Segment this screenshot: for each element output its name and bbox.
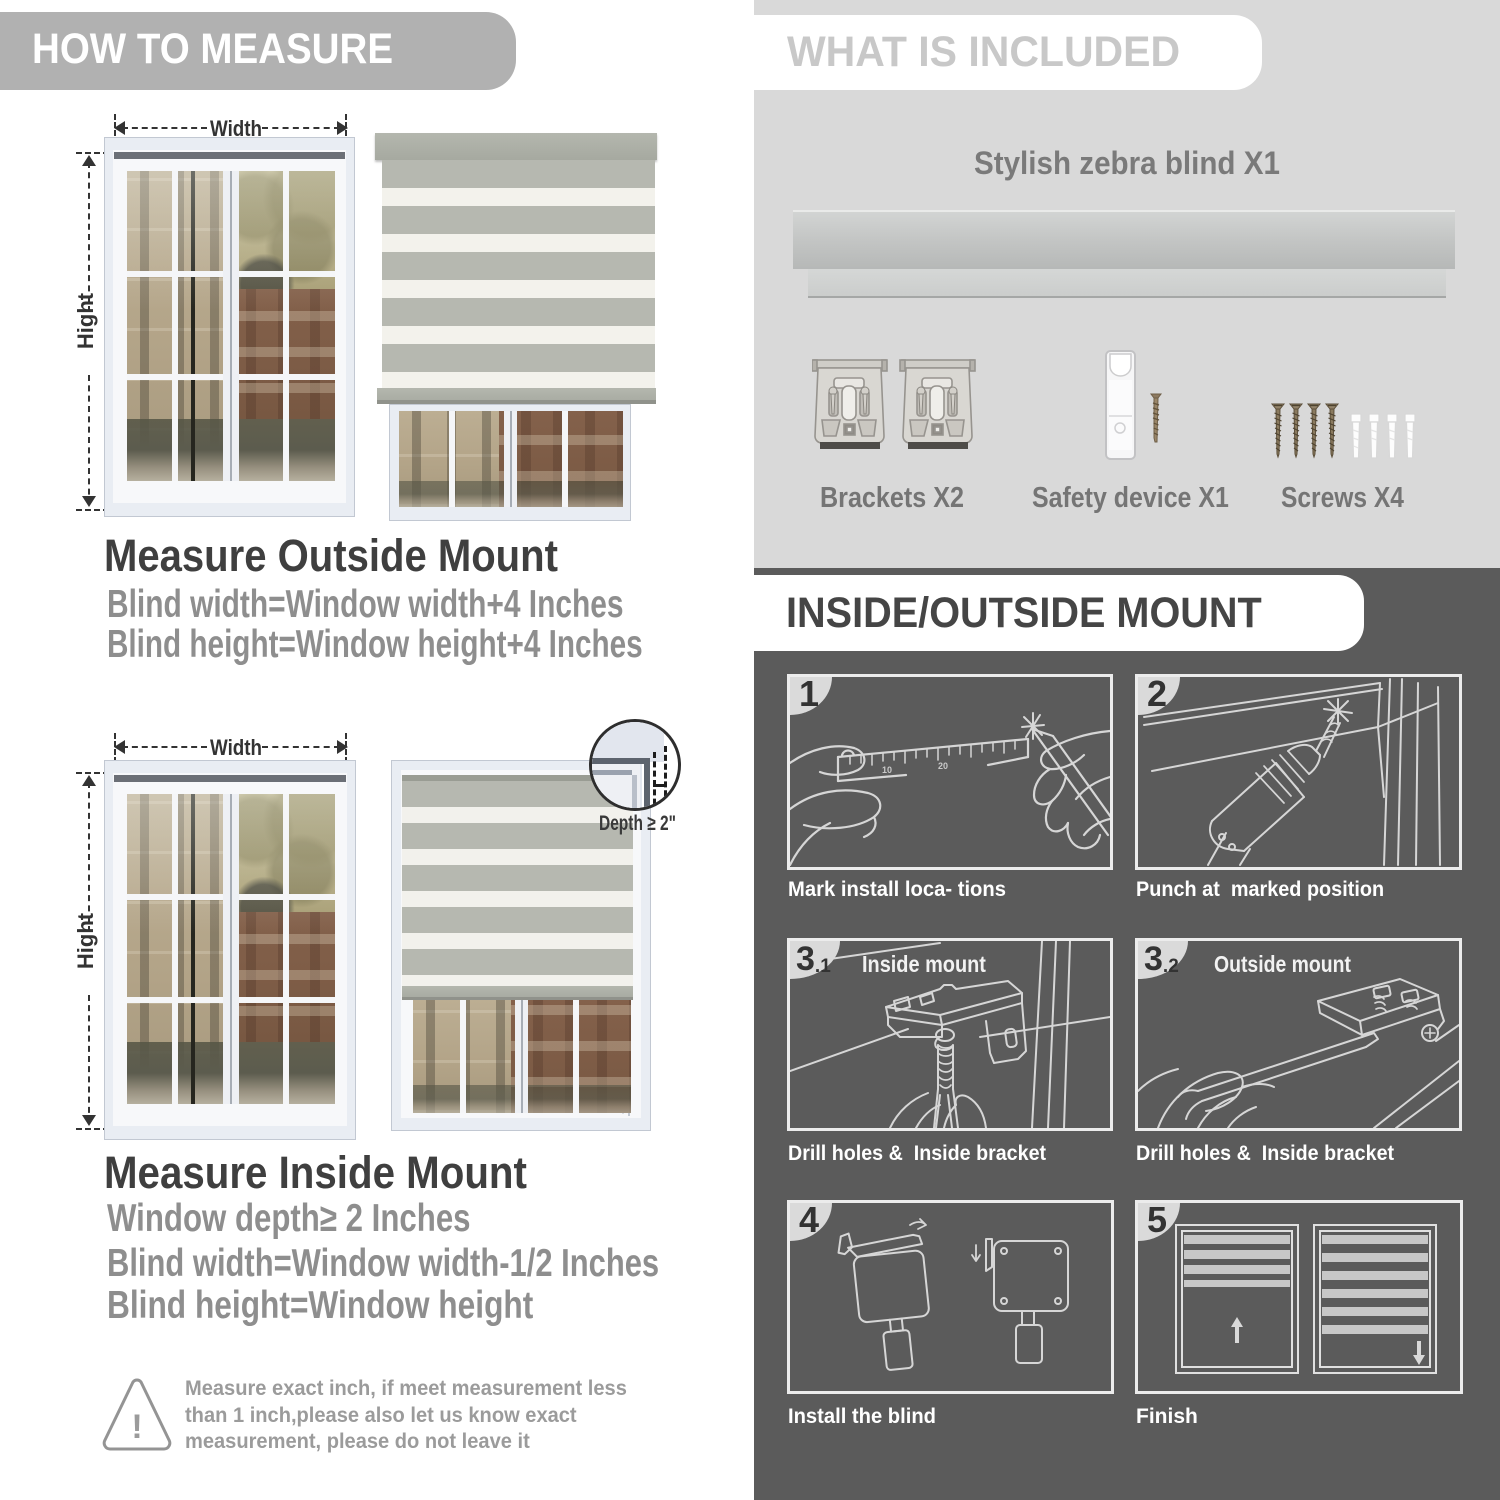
svg-text:10: 10 bbox=[882, 765, 892, 775]
svg-text:20: 20 bbox=[938, 761, 948, 771]
svg-text:!: ! bbox=[131, 1408, 142, 1446]
